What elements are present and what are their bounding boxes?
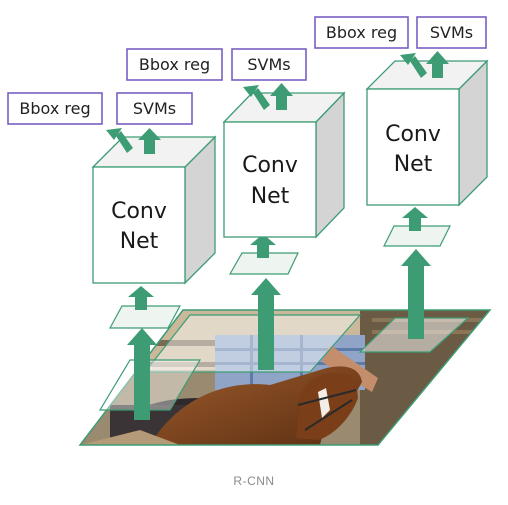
conv-net-2-line2: Net [251,184,290,209]
conv-net-3-line2: Net [394,152,433,177]
svm-label-2: SVMs [247,55,290,74]
arrow-up-icon [128,286,154,310]
arrow-up-icon [402,207,428,231]
arrow-up-icon [251,278,281,370]
conv-net-3-line1: Conv [385,122,441,147]
arrow-up-icon [138,128,161,154]
bbox-reg-box-3: Bbox reg [314,16,409,49]
conv-net-2-line1: Conv [242,153,298,178]
svm-box-1: SVMs [116,92,193,125]
arrow-up-left-icon [243,85,270,110]
arrow-up-icon [270,83,293,110]
arrow-up-icon [127,328,157,420]
region-proposal-2 [143,314,362,373]
column-3: Conv Net Bbox reg SVMs [314,16,489,339]
svm-label-1: SVMs [133,99,176,118]
svm-box-2: SVMs [231,48,307,81]
input-image-border [78,309,492,446]
column-1: Conv Net Bbox reg SVMs [7,92,217,420]
bbox-reg-label-2: Bbox reg [139,55,210,74]
bbox-reg-label-3: Bbox reg [326,23,397,42]
conv-net-2: Conv Net [222,91,346,239]
arrow-up-left-icon [106,128,133,153]
arrow-up-icon [426,51,449,78]
bbox-reg-box-1: Bbox reg [7,92,103,125]
warped-region-2 [228,252,299,275]
warped-region-3 [383,225,451,247]
arrow-up-icon [250,234,276,258]
conv-net-1-line1: Conv [111,199,167,224]
column-2: Conv Net Bbox reg SVMs [126,48,346,370]
warped-region-1 [108,305,182,329]
conv-net-1: Conv Net [91,135,217,285]
conv-net-3: Conv Net [365,59,489,207]
svm-label-3: SVMs [430,23,473,42]
arrow-up-left-icon [400,53,427,78]
conv-net-1-line2: Net [120,229,159,254]
bbox-reg-box-2: Bbox reg [126,48,223,81]
bbox-reg-label-1: Bbox reg [19,99,90,118]
arrow-up-icon [401,249,431,339]
figure-caption: R-CNN [233,474,275,488]
svm-box-3: SVMs [416,16,487,49]
